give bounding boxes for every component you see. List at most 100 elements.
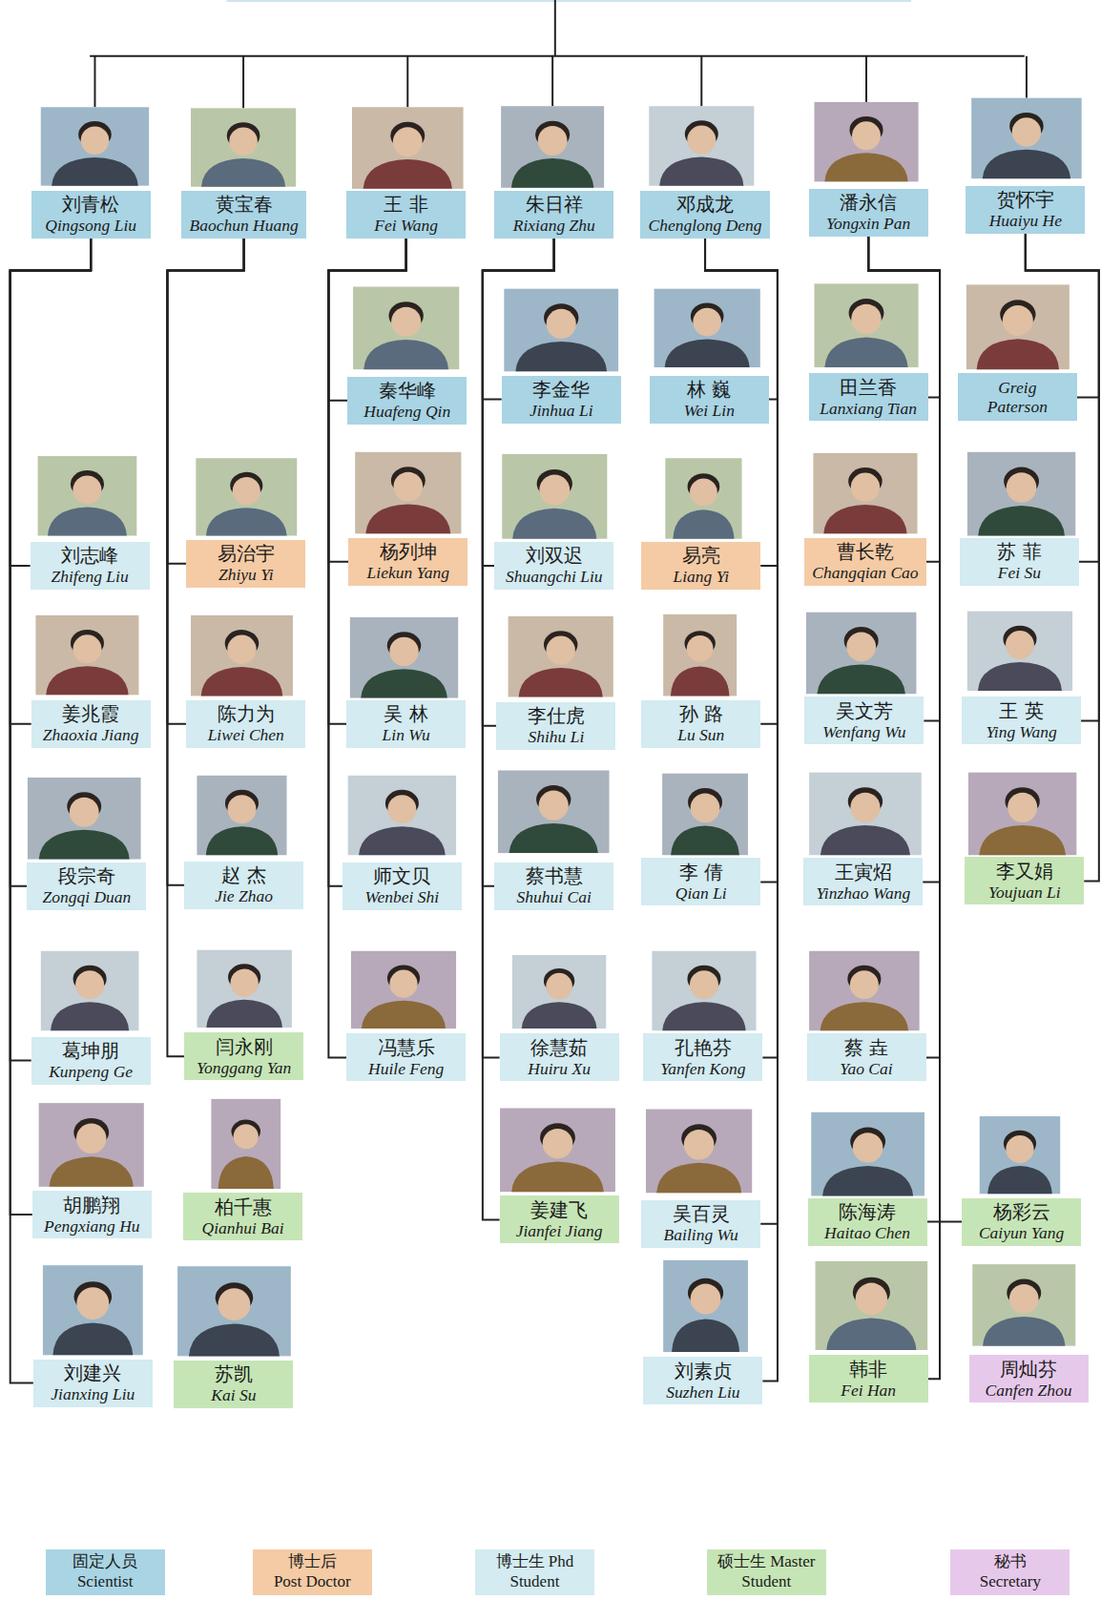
photo-ground [806,612,917,695]
photo-ground [979,1116,1060,1194]
photo-placeholder [966,284,1070,370]
photo-ground [972,1264,1076,1347]
legend-text: 秘书 Secretary [977,1552,1042,1592]
chinese-name: 蔡 垚 [844,1037,889,1060]
tree-connector [482,238,555,727]
person-box: 周灿芬Canfen Zhou [969,1354,1089,1403]
chinese-name: 杨彩云 [993,1201,1051,1224]
tree-connector [705,238,778,1058]
english-name: Youjuan Li [988,882,1061,902]
photo-body [361,1000,446,1029]
photo-placeholder [812,453,917,534]
english-name: Lin Wu [382,725,431,745]
photo-face [75,970,104,999]
person-box: 曹长乾Changqian Cao [804,538,927,586]
photo-placeholder [651,951,756,1031]
photo-face [539,790,569,821]
photo-ground [501,454,607,540]
chinese-name: 姜建飞 [530,1199,588,1222]
drop-line [93,56,96,107]
photo-ground [662,773,748,856]
photo-ground [967,452,1076,537]
photo-ground [196,950,291,1028]
photo-face [546,309,577,339]
person-box: 刘志峰Zhifeng Liu [30,541,150,590]
photo-body [51,157,139,187]
photo-ground [508,616,614,697]
photo-ground [812,453,917,534]
tree-connector [166,238,244,1057]
photo-face [689,477,718,506]
person-box: 吴 林Lin Wu [346,700,466,748]
photo-body [363,159,453,189]
photo-face [1012,117,1041,146]
photo-placeholder [354,452,461,535]
legend-swatch: 硕士生 Master Student [706,1549,827,1596]
photo-ground [809,772,922,856]
photo-placeholder [645,1109,752,1194]
photo-face [389,637,418,666]
english-name: Liekun Yang [367,562,450,582]
chinese-name: 徐慧茹 [530,1037,588,1060]
chinese-name: 曹长乾 [836,540,894,563]
person-box: 苏 菲Fei Su [959,538,1080,586]
photo-face [851,121,881,150]
english-name: Shuhui Cai [517,887,592,907]
person-box: 李仕虎Shihu Li [496,702,616,750]
person-box: 刘青松Qingsong Liu [31,190,151,239]
legend-text: 固定人员 Scientist [71,1552,139,1592]
photo-placeholder [210,1099,281,1189]
person-box: 王寅炤Yinzhao Wang [803,857,923,906]
chinese-name: 王寅炤 [834,861,893,884]
english-name: Chenglong Deng [647,215,762,235]
photo-body [519,667,603,697]
photo-body [511,158,594,188]
photo-placeholder [813,283,918,368]
photo-body [987,1165,1053,1194]
person-box: 徐慧茹Huiru Xu [499,1033,620,1081]
photo-placeholder [39,1102,145,1187]
photo-ground [968,772,1077,856]
chinese-name: 刘建兴 [63,1362,122,1385]
photo-body [360,668,448,698]
person-box: 师文贝Wenbei Shi [342,862,462,911]
photo-face [692,308,722,337]
chinese-name: 易治宇 [217,542,275,565]
english-name: Qingsong Liu [44,215,137,235]
photo-placeholder [648,105,754,186]
photo-placeholder [501,454,607,540]
photo-body [45,665,128,695]
photo-face [389,970,417,998]
photo-placeholder [41,951,140,1031]
chinese-name: 易亮 [682,544,721,567]
english-name: Kai Su [210,1385,256,1405]
chinese-name: 苏 菲 [997,540,1041,563]
chinese-name: 刘双迟 [525,544,583,567]
photo-body [664,338,750,368]
chinese-name: 姜兆霞 [62,703,120,726]
drop-line [865,56,868,103]
photo-ground [967,611,1073,691]
english-name: Fei Han [840,1380,896,1400]
person-box: 黄宝春Baochun Huang [181,190,307,239]
photo-ground [39,1102,145,1187]
photo-body [826,1317,916,1350]
photo-body [515,341,607,372]
photo-ground [966,284,1070,370]
photo-face [228,126,258,156]
person-box: 李又娟Youjuan Li [964,856,1084,905]
legend-text: 博士生 Phd Student [494,1552,576,1592]
photo-face [227,635,256,665]
person-box: 闫永刚Yonggang Yan [184,1032,304,1081]
photo-face [387,794,416,824]
photo-placeholder [498,769,610,853]
english-name: Ying Wang [985,722,1057,742]
person-box: 潘永信Yongxin Pan [809,188,929,237]
photo-face [393,472,423,502]
chinese-name: 朱日祥 [525,193,583,216]
photo-body [816,664,905,694]
chinese-name: 刘素贞 [674,1360,732,1383]
photo-placeholder [810,1112,925,1197]
photo-body [218,1156,274,1189]
